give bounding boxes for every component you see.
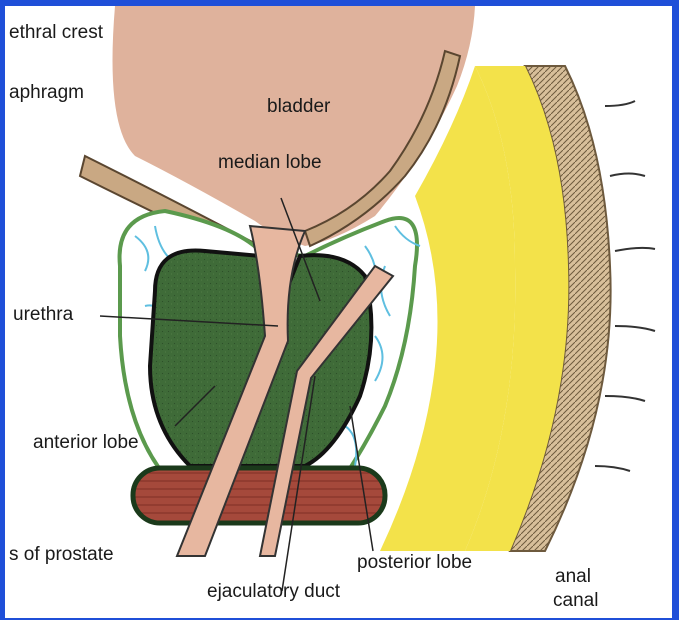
label-diaphragm: aphragm bbox=[9, 82, 84, 104]
label-canal: canal bbox=[553, 590, 598, 612]
label-anterior-lobe: anterior lobe bbox=[33, 432, 139, 454]
label-posterior-lobe: posterior lobe bbox=[357, 552, 472, 574]
label-urethral-crest: ethral crest bbox=[9, 22, 103, 44]
label-capsule-of-prostate: s of prostate bbox=[9, 544, 114, 566]
sphincter-muscle bbox=[133, 468, 385, 523]
label-median-lobe: median lobe bbox=[218, 152, 322, 174]
label-bladder: bladder bbox=[267, 96, 330, 118]
label-anal: anal bbox=[555, 566, 591, 588]
label-urethra: urethra bbox=[13, 304, 73, 326]
prostate-anatomy-illustration bbox=[5, 6, 672, 618]
label-ejaculatory-duct: ejaculatory duct bbox=[207, 581, 340, 603]
